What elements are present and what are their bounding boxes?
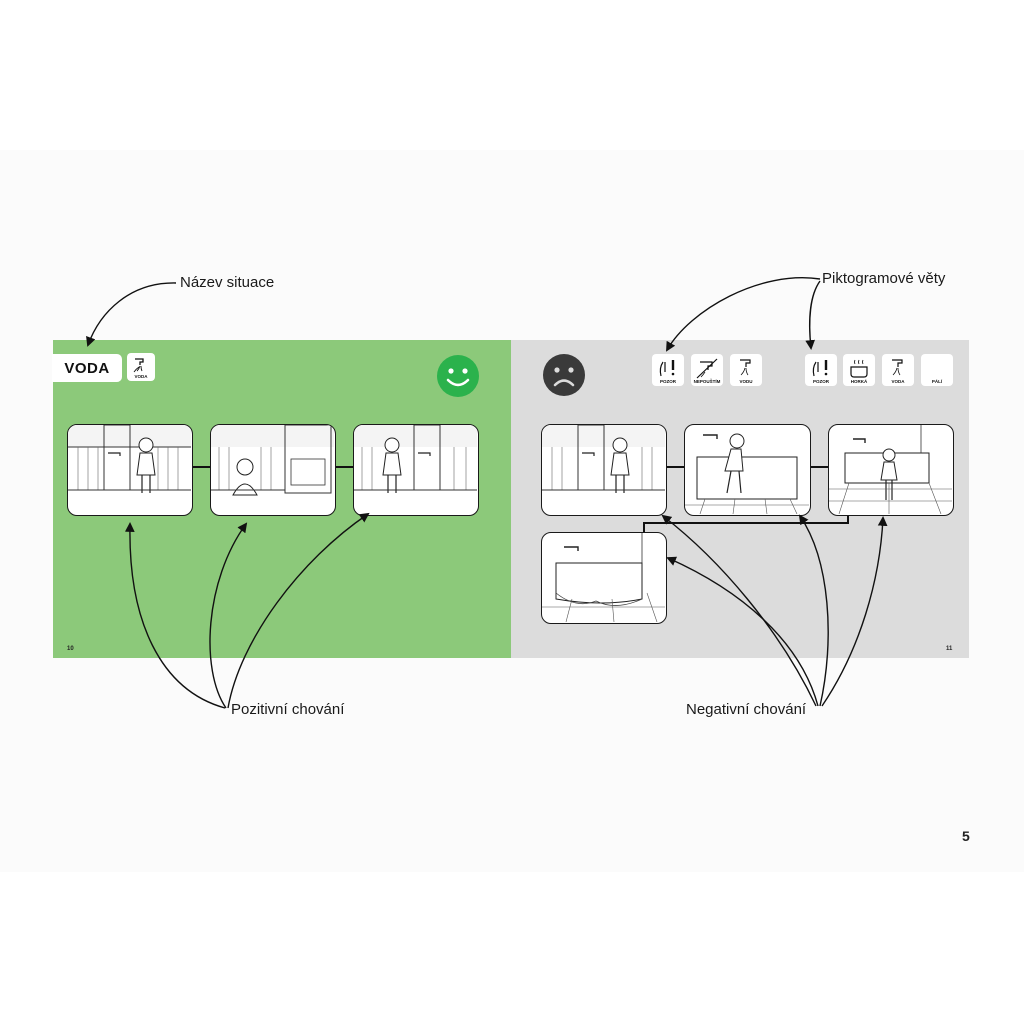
picto-pozor-2: POZOR (805, 354, 837, 386)
water-tap-icon (133, 358, 144, 373)
hot-pot-icon (850, 359, 868, 378)
picto-label: HORKÁ (850, 379, 868, 384)
callout-picto-sentences: Piktogramové věty (822, 270, 946, 287)
scene-negative-3 (828, 424, 954, 516)
right-page-number: 11 (946, 646, 953, 652)
no-tap-icon (696, 358, 718, 379)
picto-label: POZOR (659, 379, 676, 384)
sad-face-icon (543, 354, 585, 396)
picto-label: POZOR (812, 379, 829, 384)
water-tap-icon (740, 359, 751, 376)
scene-positive-2 (210, 424, 336, 516)
callout-positive-behaviour: Pozitivní chování (231, 701, 345, 718)
scene-negative-2 (684, 424, 811, 516)
warning-hand-icon (659, 360, 675, 377)
picto-label: VODA (134, 374, 148, 379)
picto-nepoustim: NEPOUŠTÍM (691, 354, 723, 386)
picto-label: PÁLÍ (931, 379, 943, 384)
picto-vodu: VODU (730, 354, 762, 386)
scene-negative-4 (541, 532, 667, 624)
situation-title: VODA (52, 354, 122, 382)
smiley-face-icon (437, 355, 479, 397)
callout-situation-name: Název situace (180, 274, 275, 291)
warning-hand-icon (812, 360, 828, 377)
picto-pali: PÁLÍ (921, 354, 953, 386)
document-page-number: 5 (962, 828, 970, 844)
picto-horka: HORKÁ (843, 354, 875, 386)
title-water-picto: VODA (127, 353, 155, 381)
picto-label: NEPOUŠTÍM (693, 379, 721, 384)
callout-negative-behaviour: Negativní chování (686, 701, 807, 718)
left-page-number: 10 (67, 646, 74, 652)
scene-negative-1 (541, 424, 667, 516)
scene-positive-3 (353, 424, 479, 516)
picto-label: VODU (739, 379, 753, 384)
picto-voda: VODA (882, 354, 914, 386)
scene-positive-1 (67, 424, 193, 516)
water-tap-icon (892, 359, 903, 376)
picto-label: VODA (891, 379, 905, 384)
picto-pozor: POZOR (652, 354, 684, 386)
